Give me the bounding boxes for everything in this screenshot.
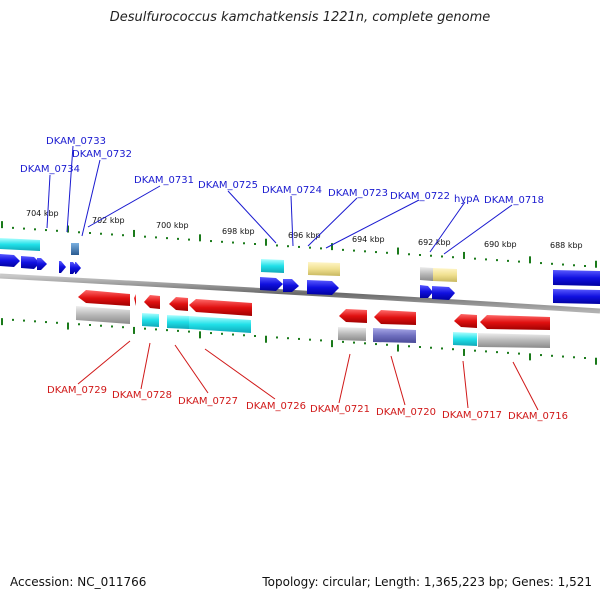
gene-label[interactable]: DKAM_0727 (178, 396, 238, 407)
kbp-label: 694 kbp (352, 235, 385, 244)
gene-feature[interactable] (433, 268, 457, 282)
gene-label[interactable]: DKAM_0734 (20, 164, 80, 175)
gene-label[interactable]: DKAM_0717 (442, 410, 502, 421)
gene-feature[interactable] (553, 270, 600, 286)
genome-backbone (0, 273, 600, 314)
gene-arrow[interactable] (339, 309, 367, 323)
gene-feature[interactable] (338, 327, 366, 341)
gene-feature[interactable] (261, 259, 284, 273)
gene-feature[interactable] (142, 313, 159, 327)
gene-feature[interactable] (453, 332, 477, 346)
top-leader-lines (46, 145, 513, 255)
gene-label[interactable]: DKAM_0723 (328, 188, 388, 199)
gene-feature[interactable] (420, 267, 433, 281)
gene-arrow[interactable] (75, 262, 81, 274)
gene-label[interactable]: DKAM_0732 (72, 149, 132, 160)
top-gene-labels: DKAM_0733 DKAM_0732 DKAM_0734 DKAM_0731 … (20, 136, 544, 206)
bottom-gene-labels: DKAM_0729 DKAM_0728 DKAM_0727 DKAM_0726 … (47, 385, 568, 422)
reverse-strand-features[interactable] (76, 290, 550, 348)
gene-feature[interactable] (553, 289, 600, 304)
gene-label[interactable]: DKAM_0726 (246, 401, 306, 412)
inner-scale-ring (1, 318, 597, 365)
gene-feature[interactable] (167, 315, 189, 329)
gene-feature[interactable] (71, 243, 79, 255)
gene-arrow[interactable] (59, 261, 66, 273)
gene-arrow[interactable] (21, 256, 40, 269)
bottom-leader-lines (77, 340, 539, 411)
gene-label[interactable]: DKAM_0731 (134, 175, 194, 186)
gene-feature[interactable] (373, 328, 416, 343)
map-title: Desulfurococcus kamchatkensis 1221n, com… (109, 10, 491, 25)
kbp-label: 688 kbp (550, 241, 583, 250)
gene-arrow[interactable] (37, 258, 47, 270)
gene-arrow[interactable] (169, 297, 188, 311)
gene-arrow[interactable] (0, 254, 20, 267)
gene-label[interactable]: DKAM_0721 (310, 404, 370, 415)
kbp-label: 704 kbp (26, 209, 59, 218)
forward-strand-features[interactable] (0, 238, 600, 304)
gene-feature[interactable] (0, 238, 40, 251)
kbp-label: 692 kbp (418, 238, 451, 247)
gene-arrow[interactable] (70, 262, 78, 274)
gene-label[interactable]: DKAM_0729 (47, 385, 107, 396)
gene-feature[interactable] (189, 316, 251, 333)
gene-arrow[interactable] (134, 294, 136, 306)
gene-arrow[interactable] (78, 290, 130, 306)
gene-arrow[interactable] (260, 277, 283, 291)
gene-arrow[interactable] (454, 314, 477, 328)
gene-label[interactable]: DKAM_0720 (376, 407, 436, 418)
gene-arrow[interactable] (432, 286, 455, 300)
gene-arrow[interactable] (374, 310, 416, 325)
gene-label[interactable]: DKAM_0718 (484, 195, 544, 206)
gene-label[interactable]: DKAM_0724 (262, 185, 322, 196)
gene-feature[interactable] (478, 333, 550, 348)
outer-scale-ring (1, 221, 597, 268)
gene-arrow[interactable] (189, 299, 252, 316)
kbp-label: 696 kbp (288, 231, 321, 240)
kbp-label: 698 kbp (222, 227, 255, 236)
kbp-label: 700 kbp (156, 221, 189, 230)
kbp-label: 690 kbp (484, 240, 517, 249)
gene-feature[interactable] (308, 262, 340, 276)
gene-arrow[interactable] (480, 315, 550, 330)
topology-text: Topology: circular; Length: 1,365,223 bp… (262, 575, 592, 589)
kbp-labels: 704 kbp 702 kbp 700 kbp 698 kbp 696 kbp … (26, 209, 583, 250)
gene-label[interactable]: DKAM_0725 (198, 180, 258, 191)
gene-label[interactable]: DKAM_0716 (508, 411, 568, 422)
gene-arrow[interactable] (307, 280, 339, 295)
gene-label[interactable]: DKAM_0733 (46, 136, 106, 147)
gene-label[interactable]: hypA (454, 194, 480, 205)
gene-arrow[interactable] (283, 279, 299, 292)
gene-label[interactable]: DKAM_0722 (390, 191, 450, 202)
kbp-label: 702 kbp (92, 216, 125, 225)
gene-feature[interactable] (76, 306, 130, 324)
gene-arrow[interactable] (144, 295, 160, 309)
gene-label[interactable]: DKAM_0728 (112, 390, 172, 401)
gene-arrow[interactable] (420, 285, 433, 298)
accession-text: Accession: NC_011766 (10, 575, 147, 589)
